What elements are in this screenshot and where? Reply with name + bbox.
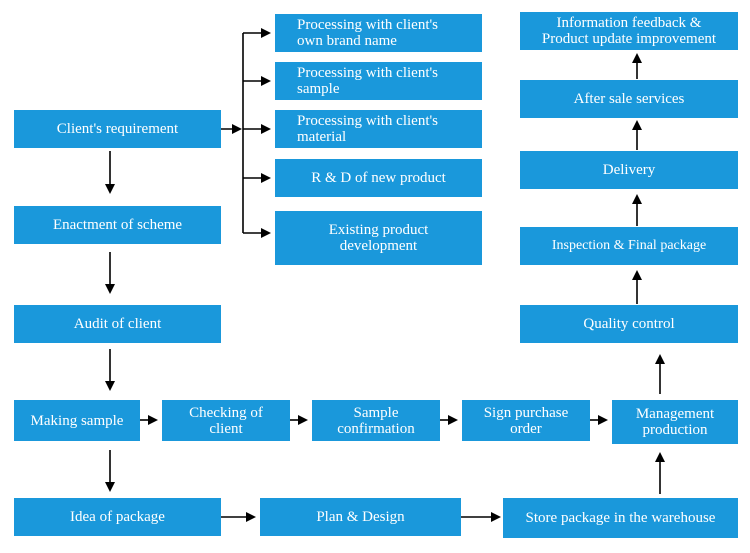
management-production-label: Management production	[635, 406, 715, 438]
after-sale-services-label: After sale services	[573, 91, 685, 107]
quality-control-label: Quality control	[583, 316, 675, 332]
client-material-label: Processing with client's material	[297, 113, 439, 145]
audit-of-client-label: Audit of client	[73, 316, 162, 332]
client-sample-label: Processing with client's sample	[297, 65, 439, 97]
sign-purchase-order-label: Sign purchase order	[483, 404, 569, 437]
checking-of-client-label: Checking of client	[189, 404, 263, 437]
store-package-label: Store package in the warehouse	[525, 510, 716, 526]
store-package-box: Store package in the warehouse	[503, 498, 738, 538]
inspection-final-package-label: Inspection & Final package	[551, 238, 707, 253]
idea-of-package-label: Idea of package	[70, 509, 165, 525]
client-sample-box: Processing with client's sample	[275, 62, 482, 100]
plan-design-label: Plan & Design	[316, 509, 405, 525]
after-sale-services-box: After sale services	[520, 80, 738, 118]
idea-of-package-box: Idea of package	[14, 498, 221, 536]
information-feedback-label: Information feedback & Product update im…	[541, 15, 717, 47]
management-production-box: Management production	[612, 400, 738, 444]
own-brand-box: Processing with client's own brand name	[275, 14, 482, 52]
sample-confirmation-box: Sample confirmation	[312, 400, 440, 441]
sign-purchase-order-box: Sign purchase order	[462, 400, 590, 441]
client-requirement-box: Client's requirement	[14, 110, 221, 148]
client-material-box: Processing with client's material	[275, 110, 482, 148]
existing-product-box: Existing product development	[275, 211, 482, 265]
enactment-of-scheme-box: Enactment of scheme	[14, 206, 221, 244]
delivery-box: Delivery	[520, 151, 738, 189]
making-sample-label: Making sample	[30, 412, 124, 429]
existing-product-label: Existing product development	[328, 222, 429, 254]
rd-new-product-box: R & D of new product	[275, 159, 482, 197]
quality-control-box: Quality control	[520, 305, 738, 343]
enactment-of-scheme-label: Enactment of scheme	[52, 217, 183, 233]
sample-confirmation-label: Sample confirmation	[337, 404, 415, 437]
delivery-label: Delivery	[602, 162, 656, 178]
checking-of-client-box: Checking of client	[162, 400, 290, 441]
audit-of-client-box: Audit of client	[14, 305, 221, 343]
plan-design-box: Plan & Design	[260, 498, 461, 536]
client-requirement-label: Client's requirement	[56, 121, 179, 137]
rd-new-product-label: R & D of new product	[311, 170, 446, 186]
inspection-final-package-box: Inspection & Final package	[520, 227, 738, 265]
information-feedback-box: Information feedback & Product update im…	[520, 12, 738, 50]
own-brand-label: Processing with client's own brand name	[297, 17, 439, 49]
making-sample-box: Making sample	[14, 400, 140, 441]
